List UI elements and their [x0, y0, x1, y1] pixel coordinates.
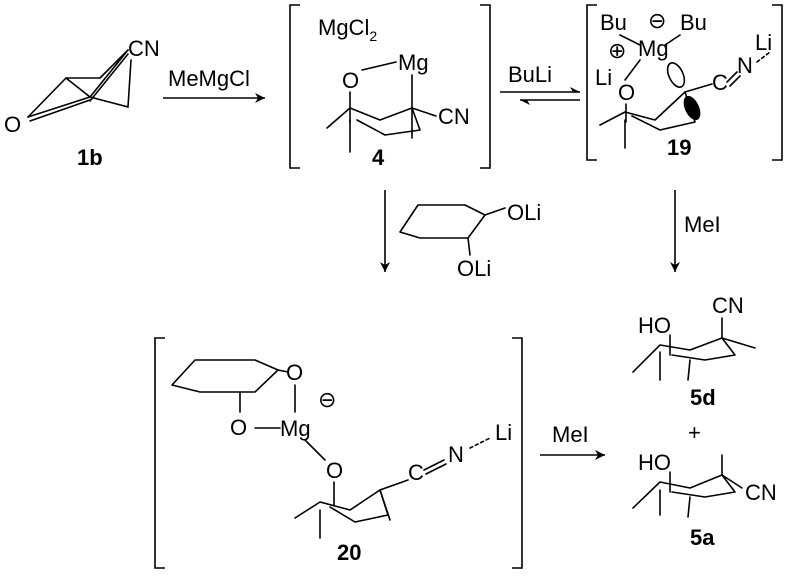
atom-4-cn: CN	[438, 104, 470, 129]
bond-4-cn	[411, 107, 437, 117]
atom-5a-cn: CN	[745, 480, 777, 505]
arrow-memgcl: MeMgCl	[163, 66, 265, 103]
ring-5d	[632, 337, 736, 373]
bond-4-o-mg	[361, 61, 397, 71]
bond-20-mg-o3	[304, 439, 326, 461]
atom-19-mg: Mg	[638, 36, 669, 61]
bracket-19-left	[586, 4, 597, 161]
atom-4-o: O	[342, 68, 359, 93]
compound-20: O O Mg ⊖ O C N Li 20	[154, 337, 523, 569]
diol-oli-2: OLi	[457, 256, 491, 281]
ring-20-cyclohexane	[171, 359, 279, 393]
atom-19-plus: ⊕	[608, 38, 626, 63]
bracket-4-left	[289, 4, 300, 169]
compound-4: MgCl2 Mg O CN 4	[289, 4, 491, 170]
label-20: 20	[337, 540, 361, 565]
bond-5a-cn	[721, 474, 743, 489]
methyl-5d-3	[687, 359, 691, 381]
bond-1b-exo2	[89, 53, 129, 102]
atom-20-minus: ⊖	[318, 387, 336, 412]
bond-1b-exo	[89, 49, 129, 98]
bond-19-cc	[684, 83, 713, 93]
bond-1b-double	[29, 99, 91, 122]
compound-19: Bu ⊖ Bu ⊕ Mg Li Li O C N 19	[586, 4, 783, 161]
compound-5d: HO CN 5d	[632, 293, 756, 410]
methyl-5a-3	[687, 496, 691, 518]
compound-1b: O CN 1b	[4, 36, 160, 170]
label-1b: 1b	[77, 145, 103, 170]
bond-20-cn	[423, 459, 447, 475]
atom-1b-o: O	[4, 112, 21, 137]
bond-20-n-li	[469, 437, 491, 449]
bond-19-n-li	[756, 51, 771, 63]
atom-19-li1: Li	[755, 30, 772, 55]
atom-20-n: N	[448, 442, 464, 467]
atom-20-c: C	[408, 460, 424, 485]
diol-bond-1	[484, 207, 506, 216]
compound-5a: HO CN 5a	[632, 450, 777, 550]
atom-1b-cn: CN	[128, 36, 160, 61]
atom-20-o1: O	[286, 360, 303, 385]
ring-1b-lower	[27, 59, 132, 118]
bonds-19-bu	[619, 34, 681, 46]
methyl-20b	[379, 489, 391, 521]
arrow-mei-2: MeI	[540, 422, 605, 460]
arrow-mei-1: MeI	[670, 190, 721, 272]
atom-5d-cn: CN	[712, 293, 744, 318]
diol-ring	[399, 204, 486, 239]
atom-19-c: C	[712, 70, 728, 95]
arrow-diol: OLi OLi	[380, 190, 541, 281]
atom-19-o: O	[618, 80, 635, 105]
reagent-mei-2: MeI	[552, 422, 589, 447]
label-5a: 5a	[690, 525, 715, 550]
atom-20-mg: Mg	[280, 416, 311, 441]
bond-1b	[65, 77, 91, 98]
bond-20-o1	[277, 369, 289, 373]
bracket-20-left	[154, 337, 165, 569]
atom-4-mg: Mg	[398, 50, 429, 75]
label-4: 4	[372, 145, 385, 170]
atom-19-bu2: Bu	[680, 10, 707, 35]
bracket-4-right	[480, 4, 491, 169]
bond-19-cn	[726, 71, 741, 87]
diol-oli-1: OLi	[507, 200, 541, 225]
atom-20-o2: O	[230, 415, 247, 440]
reagent-memgcl: MeMgCl	[168, 66, 250, 91]
atom-19-li2: Li	[595, 65, 612, 90]
ring-20	[294, 489, 389, 523]
bracket-20-right	[512, 337, 523, 569]
reagent-mei-1: MeI	[684, 212, 721, 237]
orbital-19-top	[666, 62, 686, 88]
atom-5a-ho: HO	[638, 450, 671, 475]
atom-19-minus: ⊖	[648, 8, 666, 33]
atom-5d-ho: HO	[638, 313, 671, 338]
atom-20-o3: O	[326, 458, 343, 483]
methyl-5d-1	[721, 337, 756, 349]
bond-19-mg-o	[624, 59, 641, 81]
diol-bond-2	[467, 237, 471, 256]
label-19: 19	[667, 135, 691, 160]
atom-4-mgcl2: MgCl2	[318, 15, 377, 44]
atom-19-n: N	[737, 53, 753, 78]
bracket-19-right	[772, 4, 783, 161]
ring-5a	[632, 474, 736, 509]
label-5d: 5d	[690, 385, 716, 410]
orbital-19-bottom	[683, 95, 701, 121]
ring-4	[326, 107, 421, 136]
ring-1b-upper	[27, 49, 129, 118]
arrow-buli: BuLi	[500, 62, 580, 105]
reagent-buli: BuLi	[508, 62, 552, 87]
plus-sign: +	[688, 420, 701, 445]
atom-19-bu1: Bu	[600, 10, 627, 35]
atom-20-li: Li	[495, 420, 512, 445]
bond-20-cc	[379, 479, 409, 491]
ring-19	[599, 91, 696, 131]
